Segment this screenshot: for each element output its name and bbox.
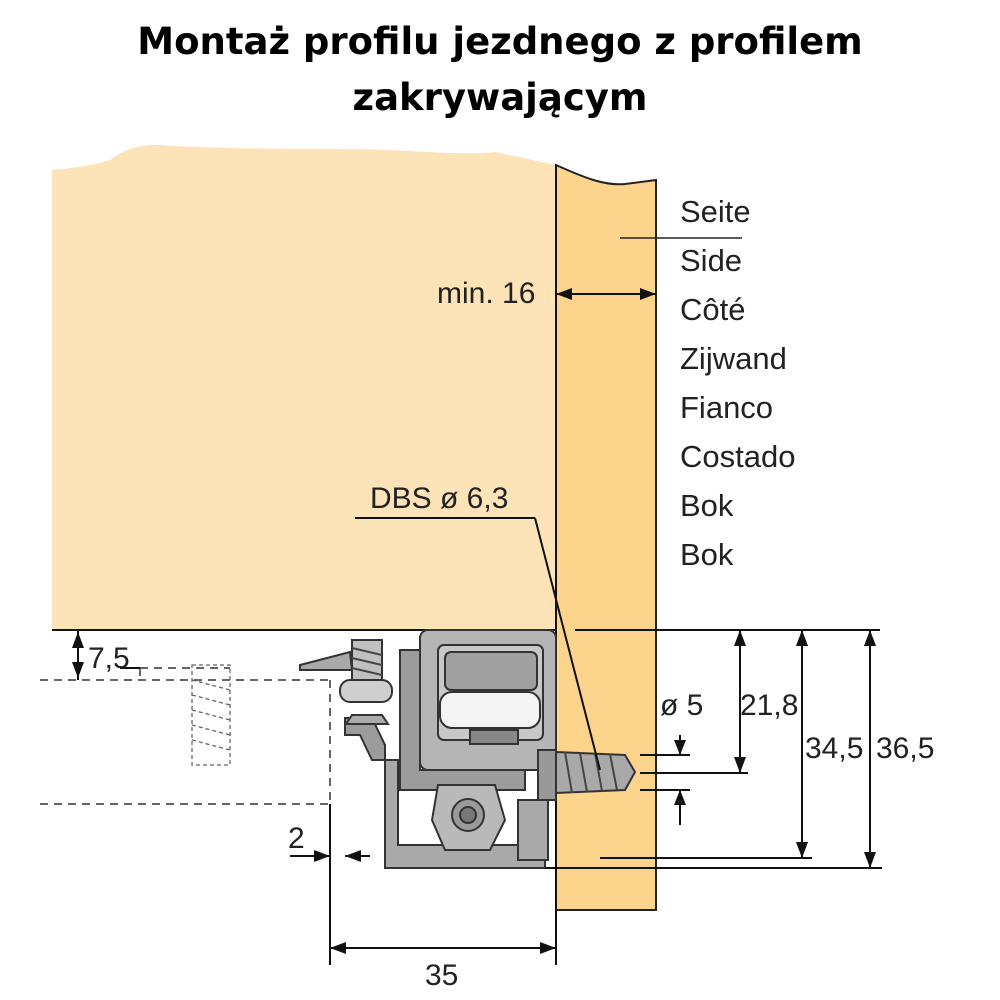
fastening-screw <box>339 639 393 725</box>
min-width-label: min. 16 <box>437 277 535 310</box>
diagram-title: Montaż profilu jezdnego z profilem zakry… <box>0 14 1000 126</box>
drawer-bottom-panel <box>52 144 556 630</box>
side-wall-panel <box>555 163 657 911</box>
title-line-2: zakrywającym <box>352 76 648 119</box>
hole-diameter-label: ø 5 <box>660 689 703 722</box>
side-label-list: Seite Side Côté Zijwand Fianco Costado B… <box>680 194 795 572</box>
side-label: Fianco <box>680 390 773 425</box>
side-label: Costado <box>680 439 795 474</box>
title-line-1: Montaż profilu jezdnego z profilem <box>137 20 863 63</box>
gap-label: 2 <box>288 822 305 855</box>
offset-top-label: 7,5 <box>88 642 130 675</box>
side-label: Bok <box>680 488 734 523</box>
side-label: Côté <box>680 292 745 327</box>
screw-spec-label: DBS ø 6,3 <box>370 482 508 515</box>
side-label: Bok <box>680 537 734 572</box>
height-21-8-label: 21,8 <box>740 689 798 722</box>
depth-label: 35 <box>425 959 458 992</box>
dashed-screw-outline <box>191 664 231 766</box>
height-34-5-label: 34,5 <box>805 732 863 765</box>
height-36-5-label: 36,5 <box>876 732 934 765</box>
dbs-screw <box>537 749 637 801</box>
side-label: Side <box>680 243 742 278</box>
dimension-lines <box>72 288 882 965</box>
dashed-guides <box>40 667 331 805</box>
side-label: Zijwand <box>680 341 787 376</box>
side-label: Seite <box>680 194 751 229</box>
runner-profile <box>299 629 557 869</box>
